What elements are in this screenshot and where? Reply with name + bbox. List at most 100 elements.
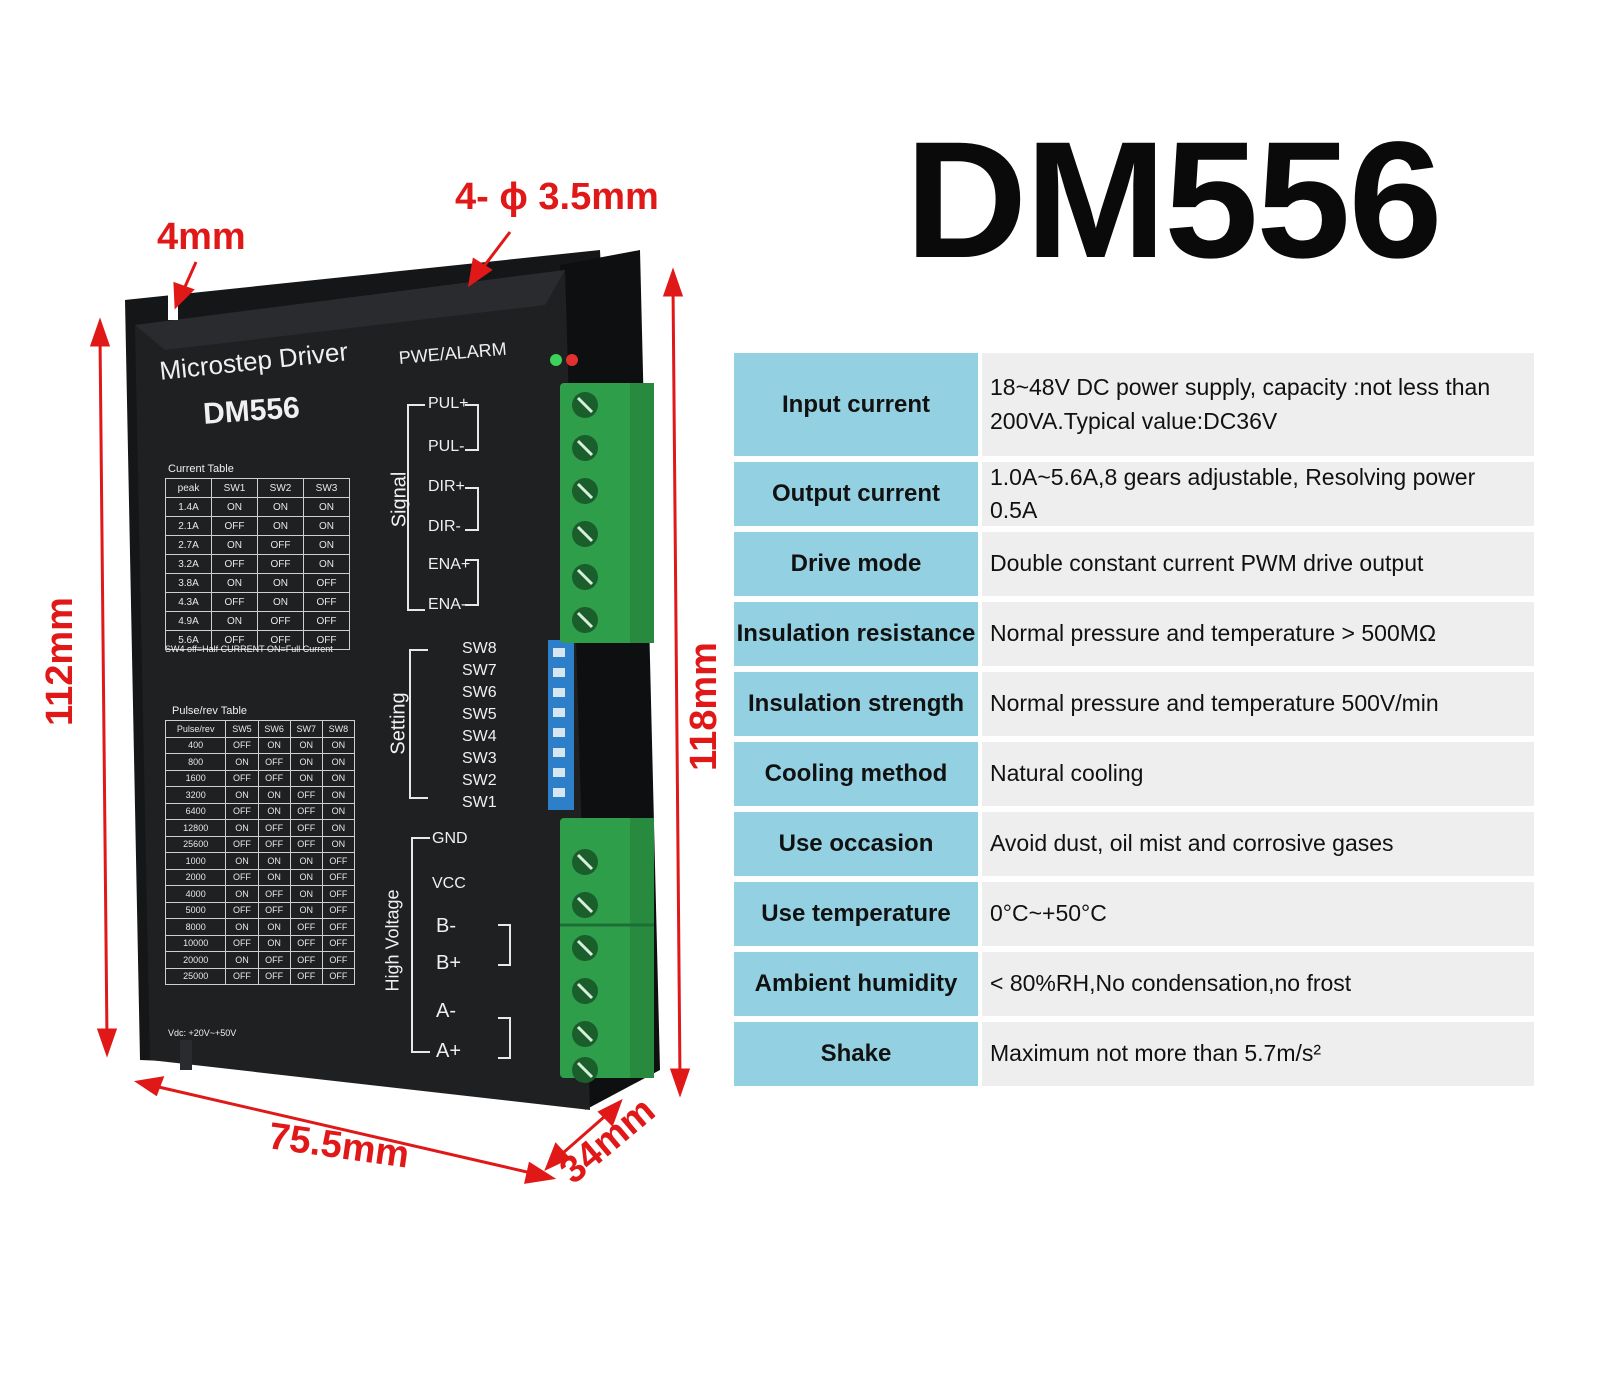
spec-value: Avoid dust, oil mist and corrosive gases: [982, 812, 1534, 876]
pin-b-plus: B+: [436, 952, 462, 974]
dimension-height-right: 118mm: [682, 642, 725, 771]
spec-row-insulation-resistance: Insulation resistance Normal pressure an…: [734, 602, 1534, 666]
pin-gnd: GND: [432, 830, 468, 847]
spec-label: Output current: [734, 462, 978, 526]
device-model-label: DM556: [202, 391, 301, 431]
pin-sw8: SW8: [462, 640, 497, 657]
height-right-arrow: [671, 284, 682, 1081]
spec-label: Use temperature: [734, 882, 978, 946]
spec-label: Drive mode: [734, 532, 978, 596]
pin-a-plus: A+: [436, 1040, 462, 1062]
spec-row-input-current: Input current 18~48V DC power supply, ca…: [734, 353, 1534, 456]
power-led: [550, 354, 562, 366]
spec-value: Normal pressure and temperature 500V/min: [982, 672, 1534, 736]
spec-value: Maximum not more than 5.7m/s²: [982, 1022, 1534, 1086]
table-header: SW1: [211, 478, 258, 498]
spec-label: Use occasion: [734, 812, 978, 876]
spec-label: Ambient humidity: [734, 952, 978, 1016]
vdc-note: Vdc: +20V~+50V: [168, 1028, 237, 1038]
width-arrow: [149, 1083, 541, 1177]
pin-dir-plus: DIR+: [428, 478, 465, 495]
pin-ena-plus: ENA+: [428, 556, 471, 573]
spec-label: Cooling method: [734, 742, 978, 806]
pin-sw6: SW6: [462, 684, 497, 701]
spec-label: Insulation resistance: [734, 602, 978, 666]
mounting-notch: [168, 288, 178, 320]
pin-dir-minus: DIR-: [428, 518, 461, 535]
spec-value: Natural cooling: [982, 742, 1534, 806]
spec-row-use-occasion: Use occasion Avoid dust, oil mist and co…: [734, 812, 1534, 876]
pin-vcc: VCC: [432, 875, 466, 892]
dip-switch-block: [548, 640, 574, 810]
table-header: SW7: [289, 720, 323, 738]
product-title: DM556: [905, 108, 1443, 293]
pin-pul-minus: PUL-: [428, 438, 465, 455]
mounting-notch-bottom: [180, 1040, 192, 1070]
table-header: SW2: [257, 478, 304, 498]
dimension-height-left: 112mm: [38, 597, 81, 726]
spec-row-shake: Shake Maximum not more than 5.7m/s²: [734, 1022, 1534, 1086]
signal-bracket: [407, 404, 425, 611]
spec-value: 0°C~+50°C: [982, 882, 1534, 946]
pin-sw5: SW5: [462, 706, 497, 723]
spec-row-output-current: Output current 1.0A~5.6A,8 gears adjusta…: [734, 462, 1534, 526]
table-header: Pulse/rev: [164, 720, 227, 738]
hv-bracket: [411, 837, 430, 1053]
spec-row-drive-mode: Drive mode Double constant current PWM d…: [734, 532, 1534, 596]
table-header: SW8: [321, 720, 356, 738]
table-header: SW3: [302, 478, 351, 498]
table-header: SW6: [257, 720, 291, 738]
signal-terminal-block: [560, 383, 654, 643]
current-table-title: Current Table: [168, 463, 234, 475]
spec-table: Input current 18~48V DC power supply, ca…: [734, 353, 1534, 1092]
signal-group-label: Signal: [388, 471, 411, 528]
table-header: peak: [164, 478, 213, 498]
dimension-hole: 4- ϕ 3.5mm: [455, 176, 659, 218]
spec-label: Insulation strength: [734, 672, 978, 736]
spec-value: < 80%RH,No condensation,no frost: [982, 952, 1534, 1016]
spec-row-insulation-strength: Insulation strength Normal pressure and …: [734, 672, 1534, 736]
setting-bracket: [409, 649, 428, 799]
spec-row-use-temperature: Use temperature 0°C~+50°C: [734, 882, 1534, 946]
spec-row-cooling-method: Cooling method Natural cooling: [734, 742, 1534, 806]
pin-ena-minus: ENA-: [428, 596, 467, 613]
pin-b-minus: B-: [436, 915, 456, 937]
depth-arrow: [554, 1108, 613, 1162]
spec-label: Input current: [734, 353, 978, 456]
spec-value: 1.0A~5.6A,8 gears adjustable, Resolving …: [982, 462, 1534, 526]
device-top-bevel: [135, 270, 565, 350]
pin-sw4: SW4: [462, 728, 497, 745]
pin-sw3: SW3: [462, 750, 497, 767]
pin-pul-plus: PUL+: [428, 395, 469, 412]
spec-value: 18~48V DC power supply, capacity :not le…: [982, 353, 1534, 456]
power-terminal-block: [560, 818, 654, 1083]
dimension-edge: 4mm: [157, 216, 246, 258]
spec-row-ambient-humidity: Ambient humidity < 80%RH,No condensation…: [734, 952, 1534, 1016]
hv-group-label: High Voltage: [382, 889, 403, 992]
pin-sw1: SW1: [462, 794, 497, 811]
height-left-arrow: [98, 334, 109, 1041]
pin-sw7: SW7: [462, 662, 497, 679]
pin-sw2: SW2: [462, 772, 497, 789]
